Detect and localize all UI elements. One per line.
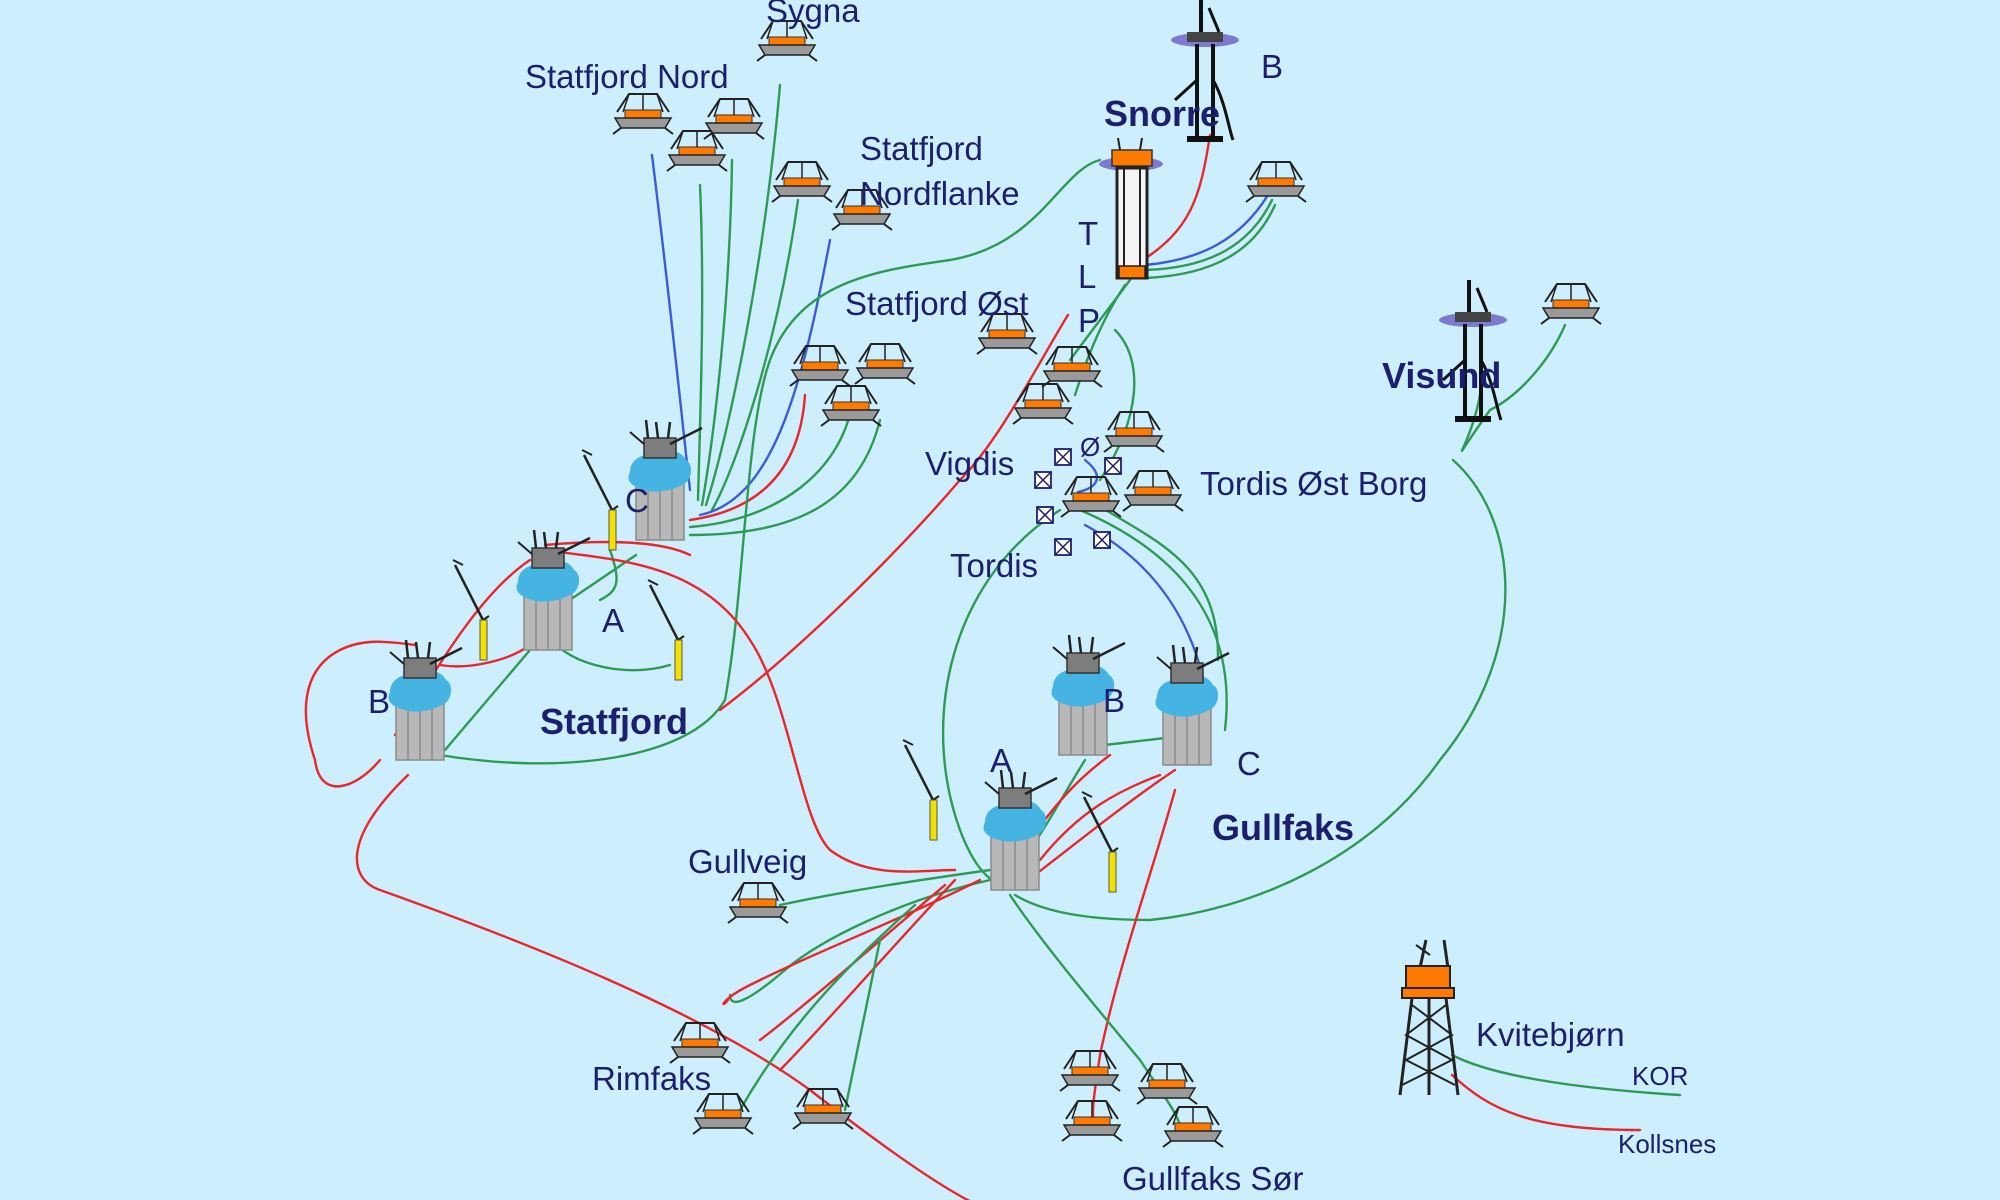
label-gullfaks-c: C <box>1237 745 1261 782</box>
label-gullfaks: Gullfaks <box>1212 807 1354 848</box>
label-statfjord-ost: Statfjord Øst <box>845 285 1028 322</box>
label-sygna: Sygna <box>766 0 860 29</box>
label-statfjord-nordflanke-2: Nordflanke <box>860 175 1020 212</box>
label-kor: KOR <box>1632 1061 1688 1091</box>
label-tlp-p: P <box>1078 302 1100 339</box>
visund-platform <box>1437 278 1509 424</box>
label-kvitebjorn: Kvitebjørn <box>1476 1016 1625 1053</box>
label-gullfaks-a: A <box>990 742 1012 779</box>
gullfaks-c-platform <box>1154 643 1231 767</box>
label-gullfaks-sor: Gullfaks Sør <box>1122 1160 1304 1197</box>
label-snorre-b: B <box>1261 48 1283 85</box>
label-gullfaks-b: B <box>1103 682 1125 719</box>
label-statfjord: Statfjord <box>540 701 688 742</box>
label-statfjord-nordflanke-1: Statfjord <box>860 130 983 167</box>
label-statfjord-c: C <box>625 482 649 519</box>
label-snorre: Snorre <box>1104 93 1220 134</box>
label-tlp-l: L <box>1078 258 1096 295</box>
label-kollsnes: Kollsnes <box>1618 1129 1716 1159</box>
label-statfjord-a: A <box>602 602 624 639</box>
labels: Sygna Statfjord Nord Statfjord Nordflank… <box>368 0 1716 1197</box>
label-statfjord-nord: Statfjord Nord <box>525 58 729 95</box>
subsea-templates <box>612 20 1602 1148</box>
label-visund: Visund <box>1382 355 1501 396</box>
label-statfjord-b: B <box>368 683 390 720</box>
kvitebjorn-platform <box>1398 939 1460 1096</box>
label-gullveig: Gullveig <box>688 843 807 880</box>
label-rimfaks: Rimfaks <box>592 1060 711 1097</box>
statfjord-a-platform <box>515 528 592 652</box>
pipelines <box>304 83 1682 1200</box>
label-tordis: Tordis <box>950 547 1038 584</box>
label-tordis-ost-borg: Tordis Øst Borg <box>1200 465 1427 502</box>
statfjord-c-platform <box>627 418 704 542</box>
snorre-tlp-platform <box>1099 137 1163 280</box>
label-tlp-t: T <box>1078 215 1098 252</box>
label-vigdis-o: Ø <box>1080 432 1100 462</box>
gullfaks-a-platform <box>982 768 1059 892</box>
label-vigdis: Vigdis <box>925 445 1014 482</box>
